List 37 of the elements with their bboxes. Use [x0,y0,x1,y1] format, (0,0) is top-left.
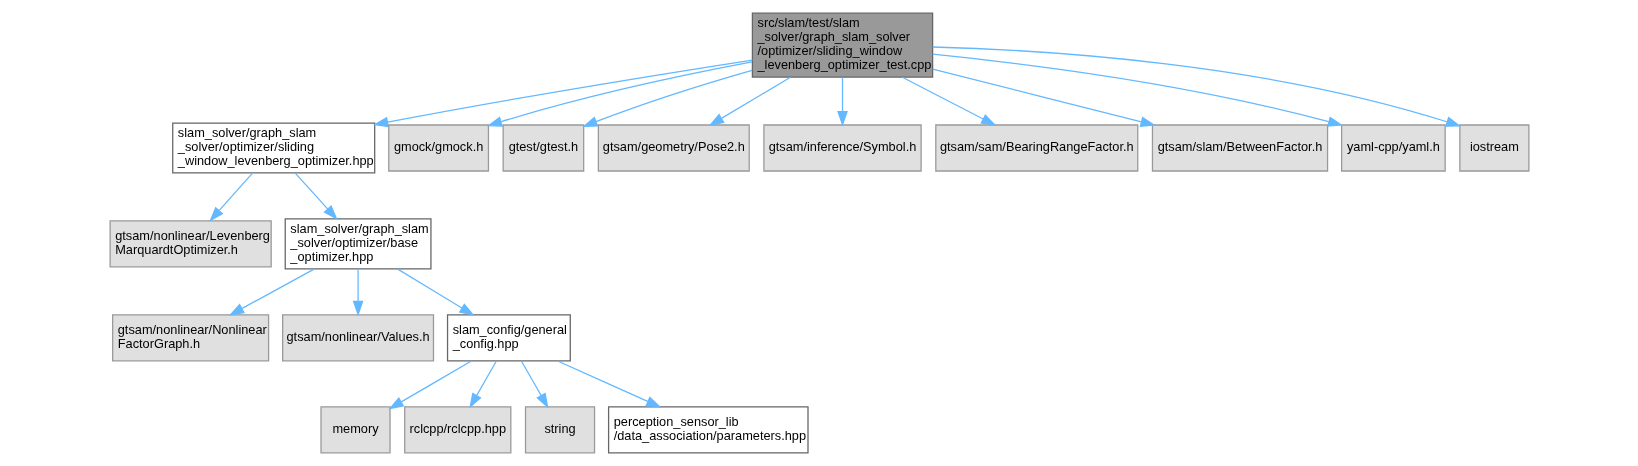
arrow [836,76,848,127]
arrow [931,68,1156,127]
node-box: gtsam/sam/BearingRangeFactor.h [934,124,1138,172]
node-box: perception_sensor_lib /data_association/parameters.hpp [607,406,809,454]
arrow [581,69,753,128]
node-box: slam_solver/graph_slam _solver/optimizer/sliding _window_levenberg_optimizer.hpp [171,122,375,174]
node-box: gmock/gmock.h [387,124,489,172]
node-box: yaml-cpp/yaml.h [1340,124,1446,172]
arrow [396,268,475,316]
arrow [901,76,996,126]
node-box: string [524,406,595,454]
arrow [556,360,661,408]
node-box: src/slam/test/slam _solver/graph_slam_solver /optimizer/sliding_window _levenberg_optimizer_test.cpp [751,12,933,78]
node-box: gtsam/nonlinear/Levenberg MarquardtOptimizer.h [108,220,272,268]
arrow [468,360,497,409]
arrow [208,172,253,222]
node-box: gtsam/inference/Symbol.h [762,124,922,172]
node-box: rclcpp/rclcpp.hpp [403,406,511,454]
node-box: gtsam/nonlinear/Nonlinear FactorGraph.h [111,314,269,362]
node-box: slam_config/general _config.hpp [446,314,571,362]
node-box: gtest/gtest.h [502,124,584,172]
node-box: gtsam/nonlinear/Values.h [281,314,434,362]
node-box: slam_solver/graph_slam _solver/optimizer/base _optimizer.hpp [284,218,432,270]
node-box: gtsam/geometry/Pose2.h [597,124,750,172]
arrow [352,268,363,317]
arrow [931,46,1461,127]
node-box: gtsam/slam/BetweenFactor.h [1151,124,1328,172]
node-box: memory [319,406,391,454]
arrow [387,360,472,410]
arrow [372,59,753,128]
arrow [486,61,753,127]
node-box: iostream [1458,124,1530,172]
arrow [294,172,338,221]
arrow [228,268,315,316]
arrow [520,360,548,409]
arrow [931,53,1343,127]
arrow [708,76,791,126]
